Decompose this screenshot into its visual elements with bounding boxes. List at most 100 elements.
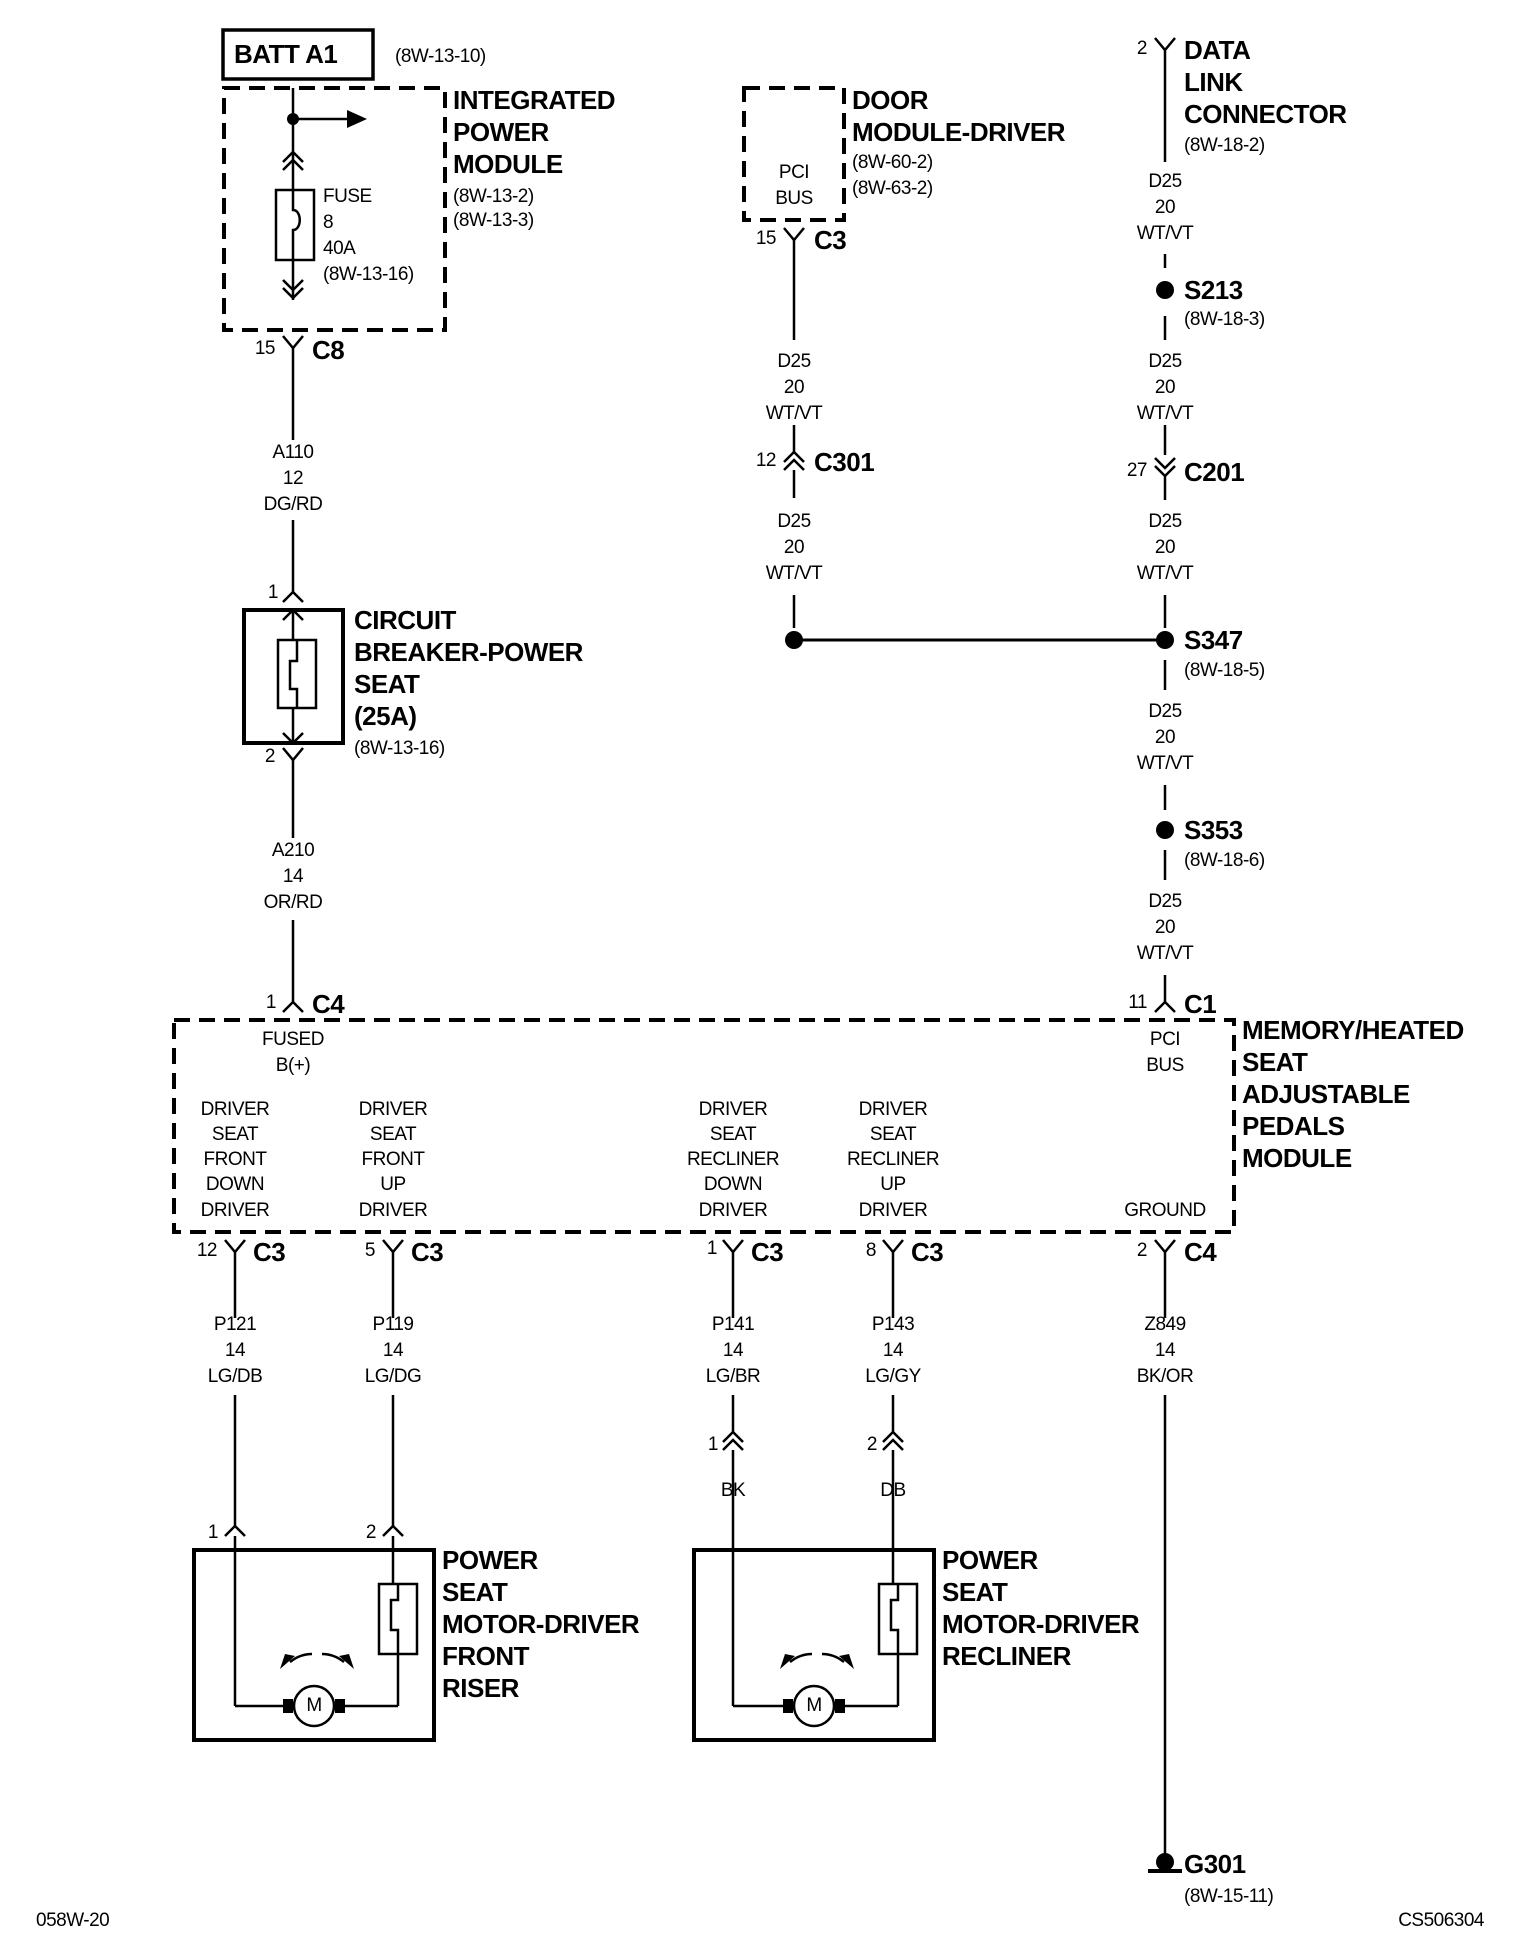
a210-circuit: A210 <box>271 840 315 861</box>
door-module-box <box>742 86 846 222</box>
door-wire-lower-circuit: D25 <box>777 511 811 532</box>
out-recliner-down-pin: 1 <box>706 1238 718 1259</box>
recliner-motor-icon <box>792 1684 836 1728</box>
dlc-name-1: DATA <box>1184 35 1251 65</box>
door-c3-pin: 15 <box>755 228 777 249</box>
front-riser-name-5: RISER <box>442 1673 519 1703</box>
out-recliner-up-label-5: DRIVER <box>858 1200 928 1221</box>
s213-wire-circuit: D25 <box>1148 351 1182 372</box>
s213-ref: (8W-18-3) <box>1184 309 1265 330</box>
batt-label: BATT A1 <box>234 39 338 69</box>
memory-module-name-5: MODULE <box>1242 1143 1352 1173</box>
door-c3-connector-icon <box>783 227 805 242</box>
s353-label: S353 <box>1184 815 1243 845</box>
fuse-label-4: (8W-13-16) <box>323 264 414 285</box>
front-riser-name-2: SEAT <box>442 1577 508 1607</box>
dlc-pin: 2 <box>1136 38 1148 59</box>
recliner-name-4: RECLINER <box>942 1641 1071 1671</box>
batt-box <box>221 28 375 81</box>
out-front-up-label-1: DRIVER <box>358 1099 428 1120</box>
c1-pci-connector-label: C1 <box>1184 989 1217 1019</box>
out-recliner-down-connector: C3 <box>751 1237 784 1267</box>
p119-gauge: 14 <box>382 1340 404 1361</box>
out-recliner-down-label-4: DOWN <box>703 1174 763 1195</box>
s353-ref: (8W-18-6) <box>1184 850 1265 871</box>
c301-connector-label: C301 <box>814 447 875 477</box>
s353-wire-circuit: D25 <box>1148 891 1182 912</box>
fused-label-2: B(+) <box>275 1055 311 1076</box>
p141-connector-icon <box>722 1239 744 1254</box>
pci-bus-label-1: PCI <box>1149 1029 1181 1050</box>
recliner-pin2-color: DB <box>880 1480 906 1501</box>
door-module-ref-1: (8W-60-2) <box>852 152 933 173</box>
recliner-pin1-color: BK <box>720 1480 746 1501</box>
a110-color: DG/RD <box>263 494 323 515</box>
out-front-up-connector: C3 <box>411 1237 444 1267</box>
s347-wire-gauge: 20 <box>1154 727 1176 748</box>
out-recliner-up-label-2: SEAT <box>869 1124 917 1145</box>
out-front-down-label-3: FRONT <box>203 1149 267 1170</box>
dlc-name-2: LINK <box>1184 67 1243 97</box>
c4-power-connector-label: C4 <box>312 989 345 1019</box>
door-wire-lower-gauge: 20 <box>783 537 805 558</box>
integrated-power-module-box <box>222 86 447 332</box>
p121-connector-icon <box>224 1239 246 1254</box>
recliner-pin1-connector-icon <box>722 1430 744 1443</box>
door-module-ref-2: (8W-63-2) <box>852 178 933 199</box>
door-module-inner-2: BUS <box>775 188 813 209</box>
front-riser-motor-icon <box>292 1684 336 1728</box>
c201-wire-circuit: D25 <box>1148 511 1182 532</box>
ipm-name-3: MODULE <box>453 149 563 179</box>
dlc-wire-circuit: D25 <box>1148 171 1182 192</box>
out-front-down-label-2: SEAT <box>211 1124 259 1145</box>
front-riser-pin2: 2 <box>365 1522 377 1543</box>
out-recliner-down-label-1: DRIVER <box>698 1099 768 1120</box>
p143-color: LG/GY <box>865 1366 921 1387</box>
p143-circuit: P143 <box>871 1314 915 1335</box>
door-module-name-2: MODULE-DRIVER <box>852 117 1066 147</box>
door-module-inner-1: PCI <box>778 162 810 183</box>
breaker-name-1: CIRCUIT <box>354 605 456 635</box>
out-front-down-label-5: DRIVER <box>200 1200 270 1221</box>
z849-gauge: 14 <box>1154 1340 1176 1361</box>
footer-right-code: CS506304 <box>1398 1910 1484 1931</box>
c8-pin: 15 <box>254 338 276 359</box>
dlc-wire-gauge: 20 <box>1154 197 1176 218</box>
c4-power-connector-icon <box>282 1000 304 1013</box>
out-front-up-pin: 5 <box>364 1240 376 1261</box>
ground-pin: 2 <box>1136 1240 1148 1261</box>
dlc-connector-icon <box>1154 37 1176 52</box>
breaker-pin-out: 2 <box>264 746 276 767</box>
breaker-pin-in: 1 <box>267 582 279 603</box>
out-front-down-connector: C3 <box>253 1237 286 1267</box>
c1-pci-pin: 11 <box>1128 992 1147 1013</box>
door-wire-upper-gauge: 20 <box>783 377 805 398</box>
recliner-rotation-arrows-icon <box>789 1652 813 1663</box>
recliner-name-1: POWER <box>942 1545 1038 1575</box>
ipm-ref-2: (8W-13-3) <box>453 210 534 231</box>
s353-wire-color: WT/VT <box>1136 943 1194 964</box>
front-riser-pin1: 1 <box>207 1522 219 1543</box>
door-c3-connector-label: C3 <box>814 225 847 255</box>
out-recliner-up-pin: 8 <box>865 1240 877 1261</box>
front-riser-name-4: FRONT <box>442 1641 530 1671</box>
s347-wire-color: WT/VT <box>1136 753 1194 774</box>
door-module-name-1: DOOR <box>852 85 929 115</box>
memory-module-box <box>172 1018 1236 1234</box>
p119-color: LG/DG <box>364 1366 422 1387</box>
s213-splice-dot <box>1156 281 1174 299</box>
fuse-symbol <box>274 188 316 262</box>
out-recliner-down-label-5: DRIVER <box>698 1200 768 1221</box>
s213-wire-gauge: 20 <box>1154 377 1176 398</box>
c201-connector-label: C201 <box>1184 457 1245 487</box>
p119-circuit: P119 <box>372 1314 414 1335</box>
memory-module-name-1: MEMORY/HEATED <box>1242 1015 1464 1045</box>
a210-gauge: 14 <box>282 866 304 887</box>
out-front-down-label-4: DOWN <box>205 1174 265 1195</box>
c8-connector-icon <box>282 335 304 350</box>
c1-pci-connector-icon <box>1154 1000 1176 1013</box>
g301-label: G301 <box>1184 1849 1246 1879</box>
out-front-up-label-4: UP <box>380 1174 406 1195</box>
c4-power-pin: 1 <box>265 992 277 1013</box>
out-recliner-up-label-1: DRIVER <box>858 1099 928 1120</box>
